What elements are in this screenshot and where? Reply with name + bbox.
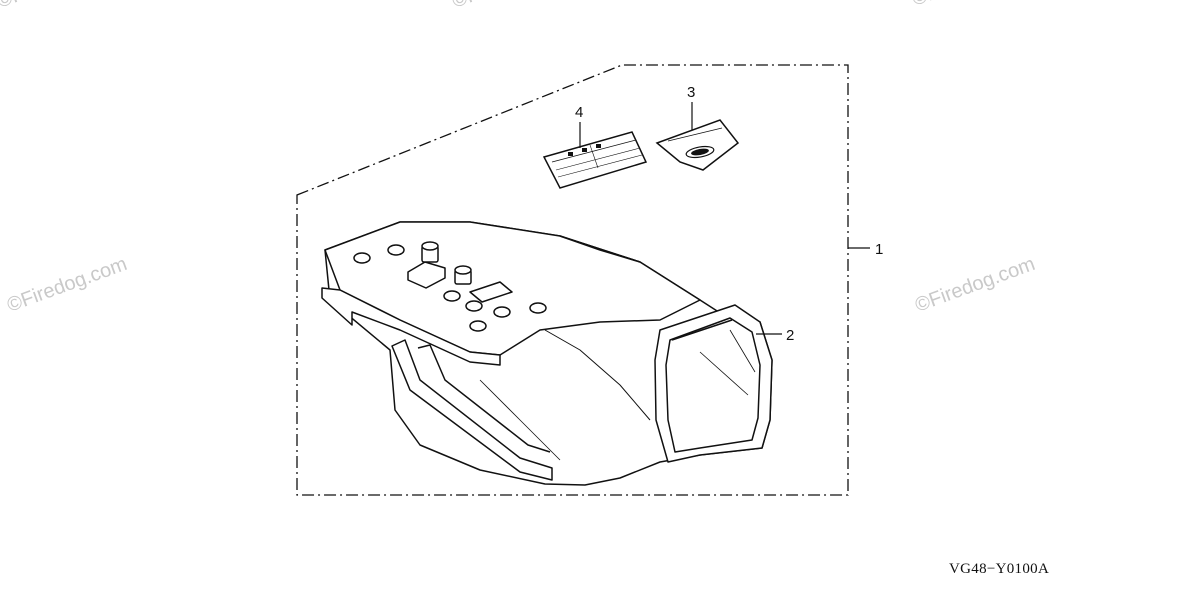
part-4-label-sticker	[542, 131, 648, 189]
watermark-top-right: ©Firedog.com	[909, 0, 1035, 11]
watermark-right: ©Firedog.com	[912, 253, 1038, 317]
callout-3-label: 3	[687, 84, 695, 101]
callout-1-label: 1	[875, 241, 883, 258]
diagram-reference-code: VG48−Y0100A	[949, 561, 1050, 577]
kit-boundary-dashed-frame	[296, 64, 849, 496]
watermark-left: ©Firedog.com	[4, 253, 130, 317]
callout-2-label: 2	[786, 327, 794, 344]
watermark-top-left: ©Firedog.com	[0, 0, 120, 13]
part-2-air-duct	[321, 221, 773, 486]
callout-4-label: 4	[575, 104, 583, 121]
watermark-top-center: ©Firedog.com	[449, 0, 575, 13]
part-3-emblem-sticker	[655, 119, 740, 171]
